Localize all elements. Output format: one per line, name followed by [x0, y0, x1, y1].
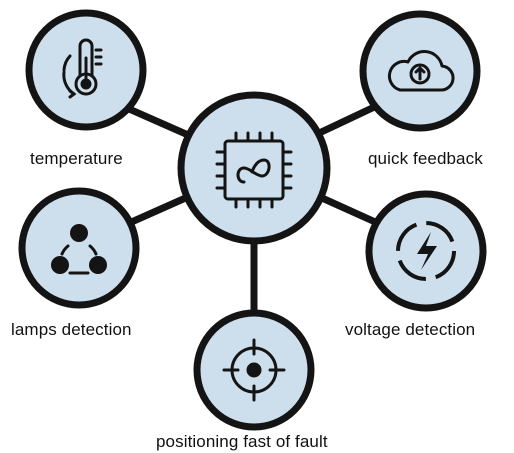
node-positioning-fault — [193, 309, 315, 431]
label-voltage-detection: voltage detection — [345, 320, 476, 339]
label-lamps-detection: lamps detection — [11, 320, 132, 339]
node-temperature — [25, 9, 147, 131]
node-voltage-detection — [365, 190, 487, 312]
label-quick-feedback: quick feedback — [368, 149, 483, 168]
lightning-circle-icon — [396, 221, 456, 281]
node-lamps-detection — [18, 187, 140, 309]
cloud-upload-icon — [387, 50, 455, 92]
center-node — [177, 91, 331, 245]
microchip-icon — [215, 131, 293, 209]
thermometer-icon — [62, 38, 103, 99]
node-quick-feedback — [359, 10, 481, 132]
crosshair-icon — [222, 338, 286, 402]
connector-temperature — [118, 101, 197, 142]
label-temperature: temperature — [30, 149, 123, 168]
three-dots-network-icon — [51, 224, 107, 275]
label-positioning-fault: positioning fast of fault — [156, 432, 328, 451]
